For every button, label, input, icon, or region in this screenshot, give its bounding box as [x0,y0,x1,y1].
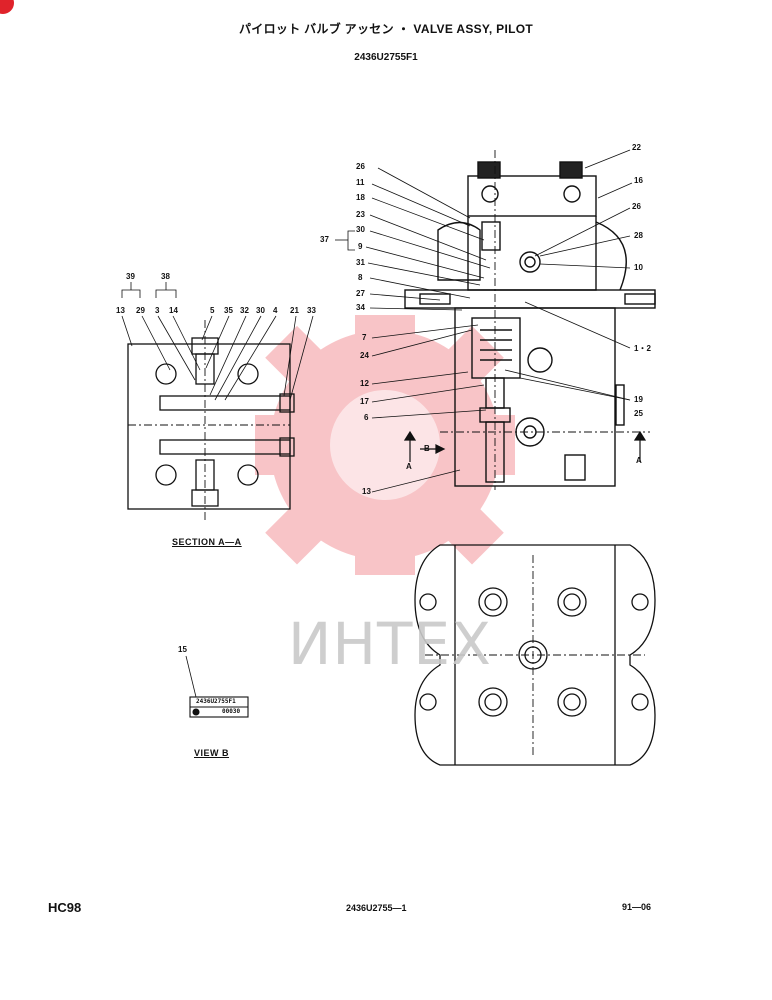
callout-label: 13 [362,487,371,496]
top-cap-block [467,175,597,217]
callout-label: 39 [126,272,135,281]
callout-label: 16 [634,176,643,185]
callout-label: 30 [256,306,265,315]
footer-date: 91—06 [622,902,652,912]
callout-label: 33 [307,306,316,315]
footer-page-ref: 2436U2755—1 [346,903,407,913]
callout-label: 17 [360,397,369,406]
callout-label: 8 [358,273,363,282]
callout-label: 34 [356,303,365,312]
callout-label: 26 [632,202,641,211]
callout-label: 37 [320,235,329,244]
callout-label: 10 [634,263,643,272]
callout-label: 29 [136,306,145,315]
nameplate-line-1: 2436U2755F1 [196,698,236,705]
callout-label: 11 [356,178,365,187]
callout-label: 1・2 [634,344,651,353]
callout-label: 7 [362,333,367,342]
footer-model: HC98 [48,900,82,915]
callout-label: 31 [356,258,365,267]
bottom-view [414,544,656,766]
callout-label: 3 [155,306,160,315]
section-mark-a: A [406,462,412,471]
callout-label: 9 [358,242,363,251]
callout-label: 32 [240,306,249,315]
callout-label: 15 [178,645,187,654]
callout-label: 19 [634,395,643,404]
section-body [127,343,291,510]
callout-label: 22 [632,143,641,152]
section-caption: SECTION A—A [172,537,242,547]
callout-label: 38 [161,272,170,281]
page-title: パイロット バルブ アッセン ・ VALVE ASSY, PILOT [239,22,533,36]
section-mark-b: B [424,444,430,453]
callout-label: 28 [634,231,643,240]
callout-label: 24 [360,351,369,360]
callout-label: 26 [356,162,365,171]
callout-label: 12 [360,379,369,388]
callout-label: 30 [356,225,365,234]
callout-label: 13 [116,306,125,315]
callout-label: 23 [356,210,365,219]
view-caption: VIEW B [194,748,230,758]
watermark-text: ИНТЕХ [288,610,492,678]
callout-label: 5 [210,306,215,315]
callout-label: 35 [224,306,233,315]
callout-label: 25 [634,409,643,418]
callout-label: 18 [356,193,365,202]
callout-label: 14 [169,306,178,315]
corner-logo-mark [0,0,14,14]
callout-label: 6 [364,413,369,422]
callout-label: 27 [356,289,365,298]
callout-label: 21 [290,306,299,315]
nameplate-line-2: 00030 [222,708,241,715]
section-mark-a: A [636,456,642,465]
part-number: 2436U2755F1 [354,52,418,63]
callout-label: 4 [273,306,278,315]
